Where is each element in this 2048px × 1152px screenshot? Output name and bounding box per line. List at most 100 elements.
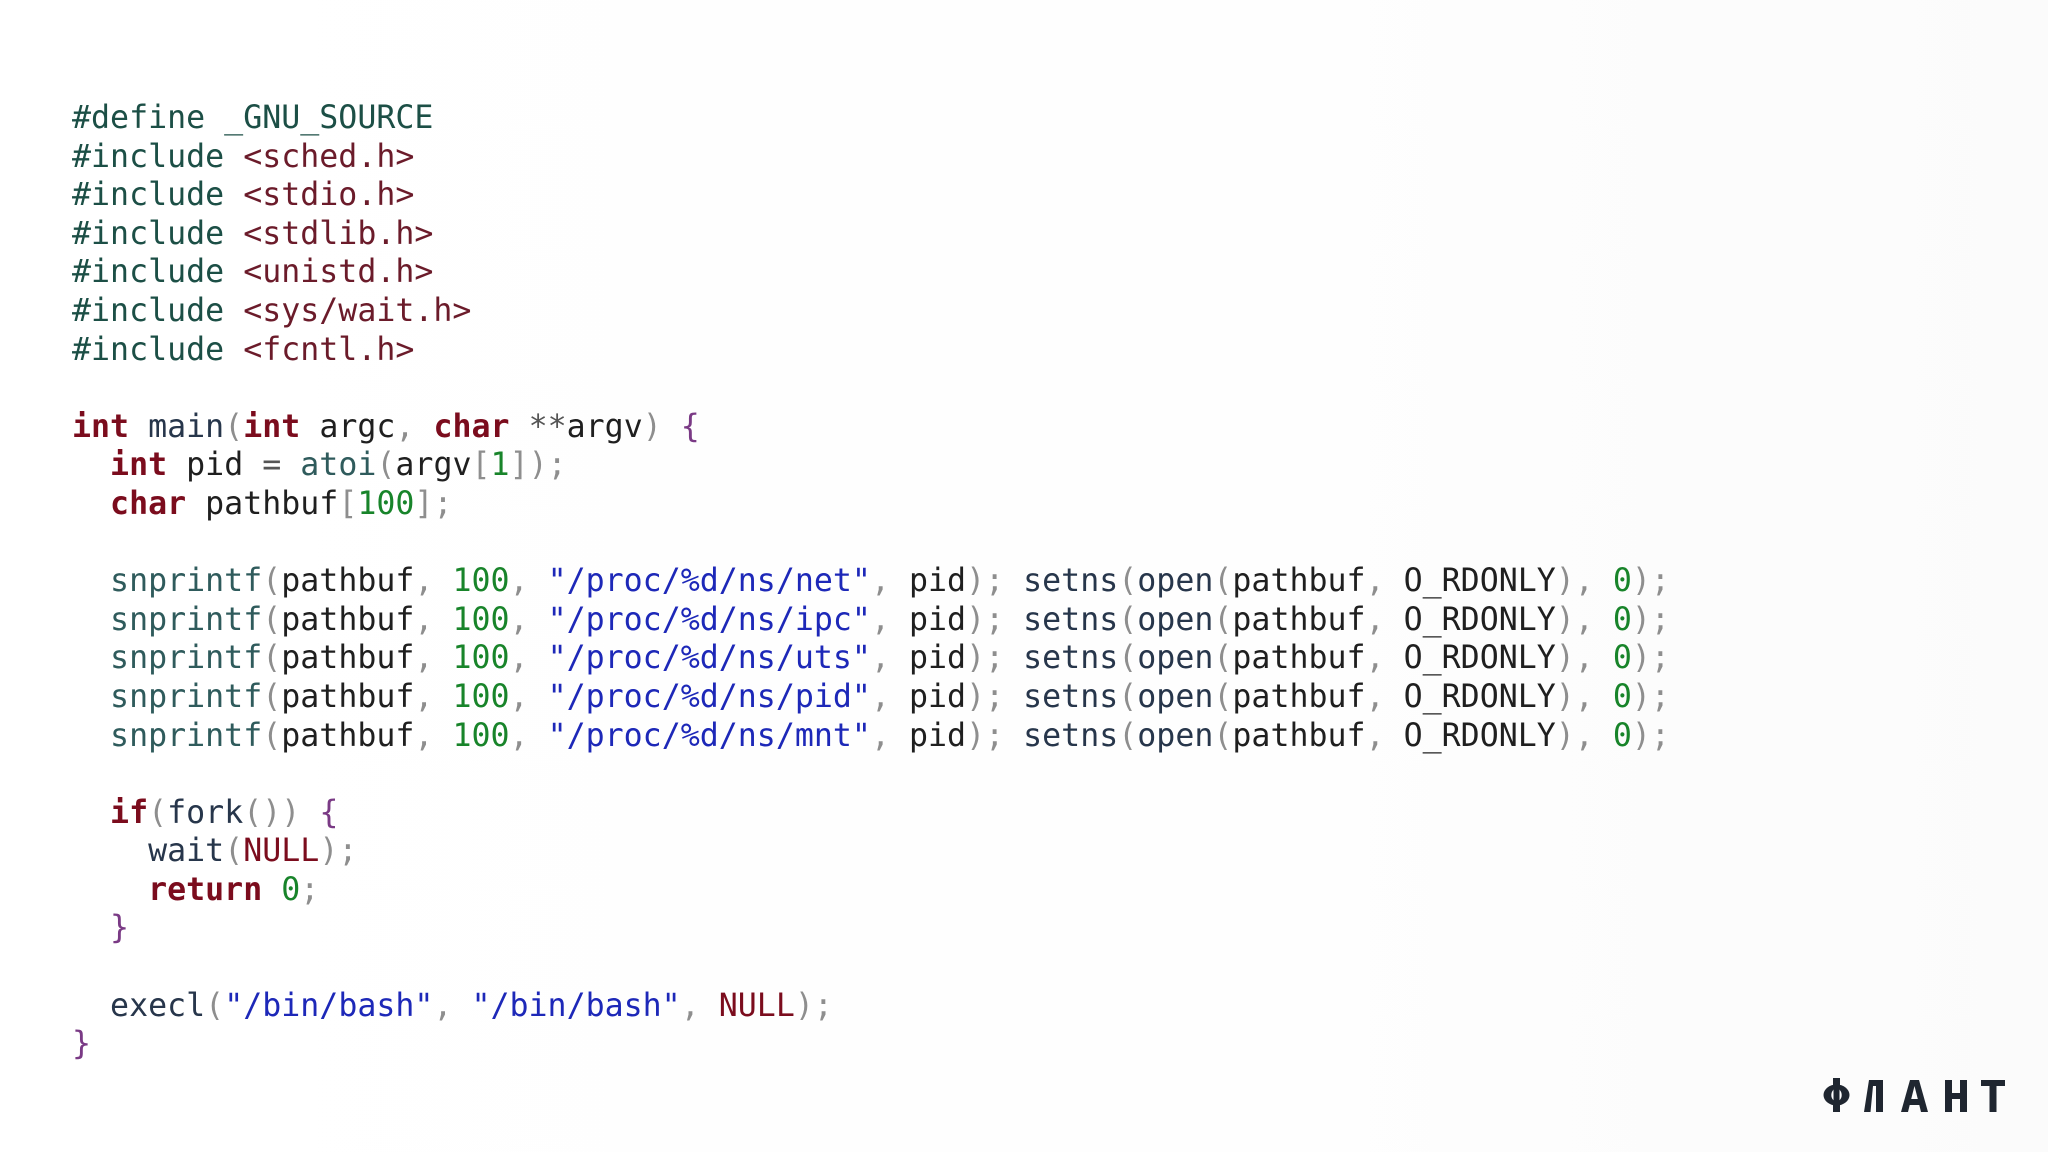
- code-token: 0: [1612, 601, 1632, 638]
- code-line: #include <unistd.h>: [72, 253, 1670, 292]
- code-token: <unistd.h>: [243, 254, 434, 291]
- code-token: O_RDONLY: [1403, 640, 1556, 677]
- code-token: #include: [72, 331, 244, 368]
- code-token: ];: [414, 485, 453, 522]
- code-token: pathbuf: [1232, 563, 1366, 600]
- code-block: #define _GNU_SOURCE#include <sched.h>#in…: [72, 99, 1670, 1064]
- code-token: open: [1137, 678, 1214, 715]
- code-token: ),: [1555, 563, 1613, 600]
- code-token: setns: [1023, 601, 1119, 638]
- code-token: (: [1118, 640, 1138, 677]
- code-token: (: [1213, 601, 1233, 638]
- code-token: );: [1631, 717, 1670, 754]
- code-token: );: [319, 833, 358, 870]
- code-token: }: [72, 1026, 92, 1063]
- code-token: }: [110, 910, 130, 947]
- code-token: ,: [870, 717, 909, 754]
- code-token: 100: [452, 601, 510, 638]
- code-token: 0: [1612, 563, 1632, 600]
- code-token: <sys/wait.h>: [243, 292, 472, 329]
- code-token: "/bin/bash": [224, 987, 434, 1024]
- code-token: [72, 872, 148, 908]
- code-token: if: [110, 794, 149, 831]
- code-token: open: [1137, 717, 1214, 754]
- code-token: pid: [908, 678, 967, 715]
- code-token: pathbuf: [186, 485, 339, 522]
- code-token: 0: [1612, 678, 1632, 715]
- code-token: ]);: [509, 447, 567, 484]
- code-line: ​: [72, 524, 1670, 563]
- code-token: setns: [1023, 717, 1119, 754]
- code-token: #include: [72, 177, 244, 214]
- code-token: #include: [72, 138, 244, 175]
- code-token: [: [471, 447, 491, 484]
- code-token: NULL: [243, 833, 320, 870]
- code-token: ,: [414, 601, 453, 638]
- code-token: ,: [870, 601, 909, 638]
- code-token: pathbuf: [281, 601, 415, 638]
- code-token: );: [794, 987, 833, 1024]
- code-token: execl: [110, 987, 206, 1024]
- code-token: [72, 563, 110, 599]
- code-token: open: [1137, 563, 1214, 600]
- code-line: snprintf(pathbuf, 100, "/proc/%d/ns/ipc"…: [72, 601, 1670, 640]
- code-token: snprintf: [110, 640, 263, 677]
- code-token: argv: [566, 408, 643, 445]
- code-token: (: [1118, 601, 1138, 638]
- code-token: "/proc/%d/ns/ipc": [547, 601, 871, 638]
- code-token: **: [509, 408, 567, 445]
- code-token: [72, 988, 110, 1024]
- code-token: ): [642, 408, 681, 445]
- code-token: setns: [1023, 640, 1119, 677]
- code-token: atoi: [300, 447, 377, 484]
- code-token: int: [72, 408, 130, 445]
- code-token: );: [1631, 601, 1670, 638]
- code-token: (: [262, 717, 282, 754]
- brand-logo-mark: [1823, 1078, 2005, 1112]
- code-token: O_RDONLY: [1403, 563, 1556, 600]
- code-token: _GNU_SOURCE: [224, 100, 434, 136]
- code-token: "/proc/%d/ns/pid": [547, 678, 871, 715]
- code-token: [72, 486, 110, 522]
- code-token: 0: [1612, 640, 1632, 677]
- code-line: #include <stdlib.h>: [72, 215, 1670, 254]
- code-token: );: [1631, 640, 1670, 677]
- code-token: ,: [680, 987, 719, 1024]
- code-token: main: [129, 408, 225, 445]
- code-token: fork: [167, 794, 244, 831]
- code-token: (: [1213, 678, 1233, 715]
- brand-logo: [1822, 1070, 2012, 1130]
- code-token: wait: [148, 833, 225, 870]
- code-token: {: [319, 794, 339, 831]
- code-token: );: [966, 601, 1024, 638]
- code-token: (: [1213, 717, 1233, 754]
- code-token: 100: [452, 640, 510, 677]
- code-token: pid: [908, 640, 967, 677]
- code-line: int main(int argc, char **argv) {: [72, 408, 1670, 447]
- code-token: [72, 795, 110, 831]
- code-token: pid: [908, 601, 967, 638]
- code-token: ),: [1555, 601, 1613, 638]
- code-token: ,: [870, 640, 909, 677]
- code-token: (: [1118, 717, 1138, 754]
- code-line: ​: [72, 948, 1670, 987]
- code-token: ,: [870, 563, 909, 600]
- code-token: ,: [509, 601, 548, 638]
- code-token: 100: [452, 563, 510, 600]
- code-line: snprintf(pathbuf, 100, "/proc/%d/ns/uts"…: [72, 639, 1670, 678]
- code-line: #include <sys/wait.h>: [72, 292, 1670, 331]
- code-token: ,: [509, 717, 548, 754]
- code-token: pid: [167, 447, 263, 484]
- code-token: 100: [452, 717, 510, 754]
- code-token: pathbuf: [281, 563, 415, 600]
- code-token: setns: [1023, 563, 1119, 600]
- code-line: #define _GNU_SOURCE: [72, 99, 1670, 138]
- code-token: char: [110, 485, 187, 522]
- code-line: execl("/bin/bash", "/bin/bash", NULL);: [72, 987, 1670, 1026]
- code-token: int: [110, 447, 168, 484]
- code-token: pid: [908, 563, 967, 600]
- code-token: argc: [300, 408, 396, 445]
- code-token: char: [433, 408, 510, 445]
- code-token: [72, 718, 110, 754]
- code-token: ,: [1365, 640, 1404, 677]
